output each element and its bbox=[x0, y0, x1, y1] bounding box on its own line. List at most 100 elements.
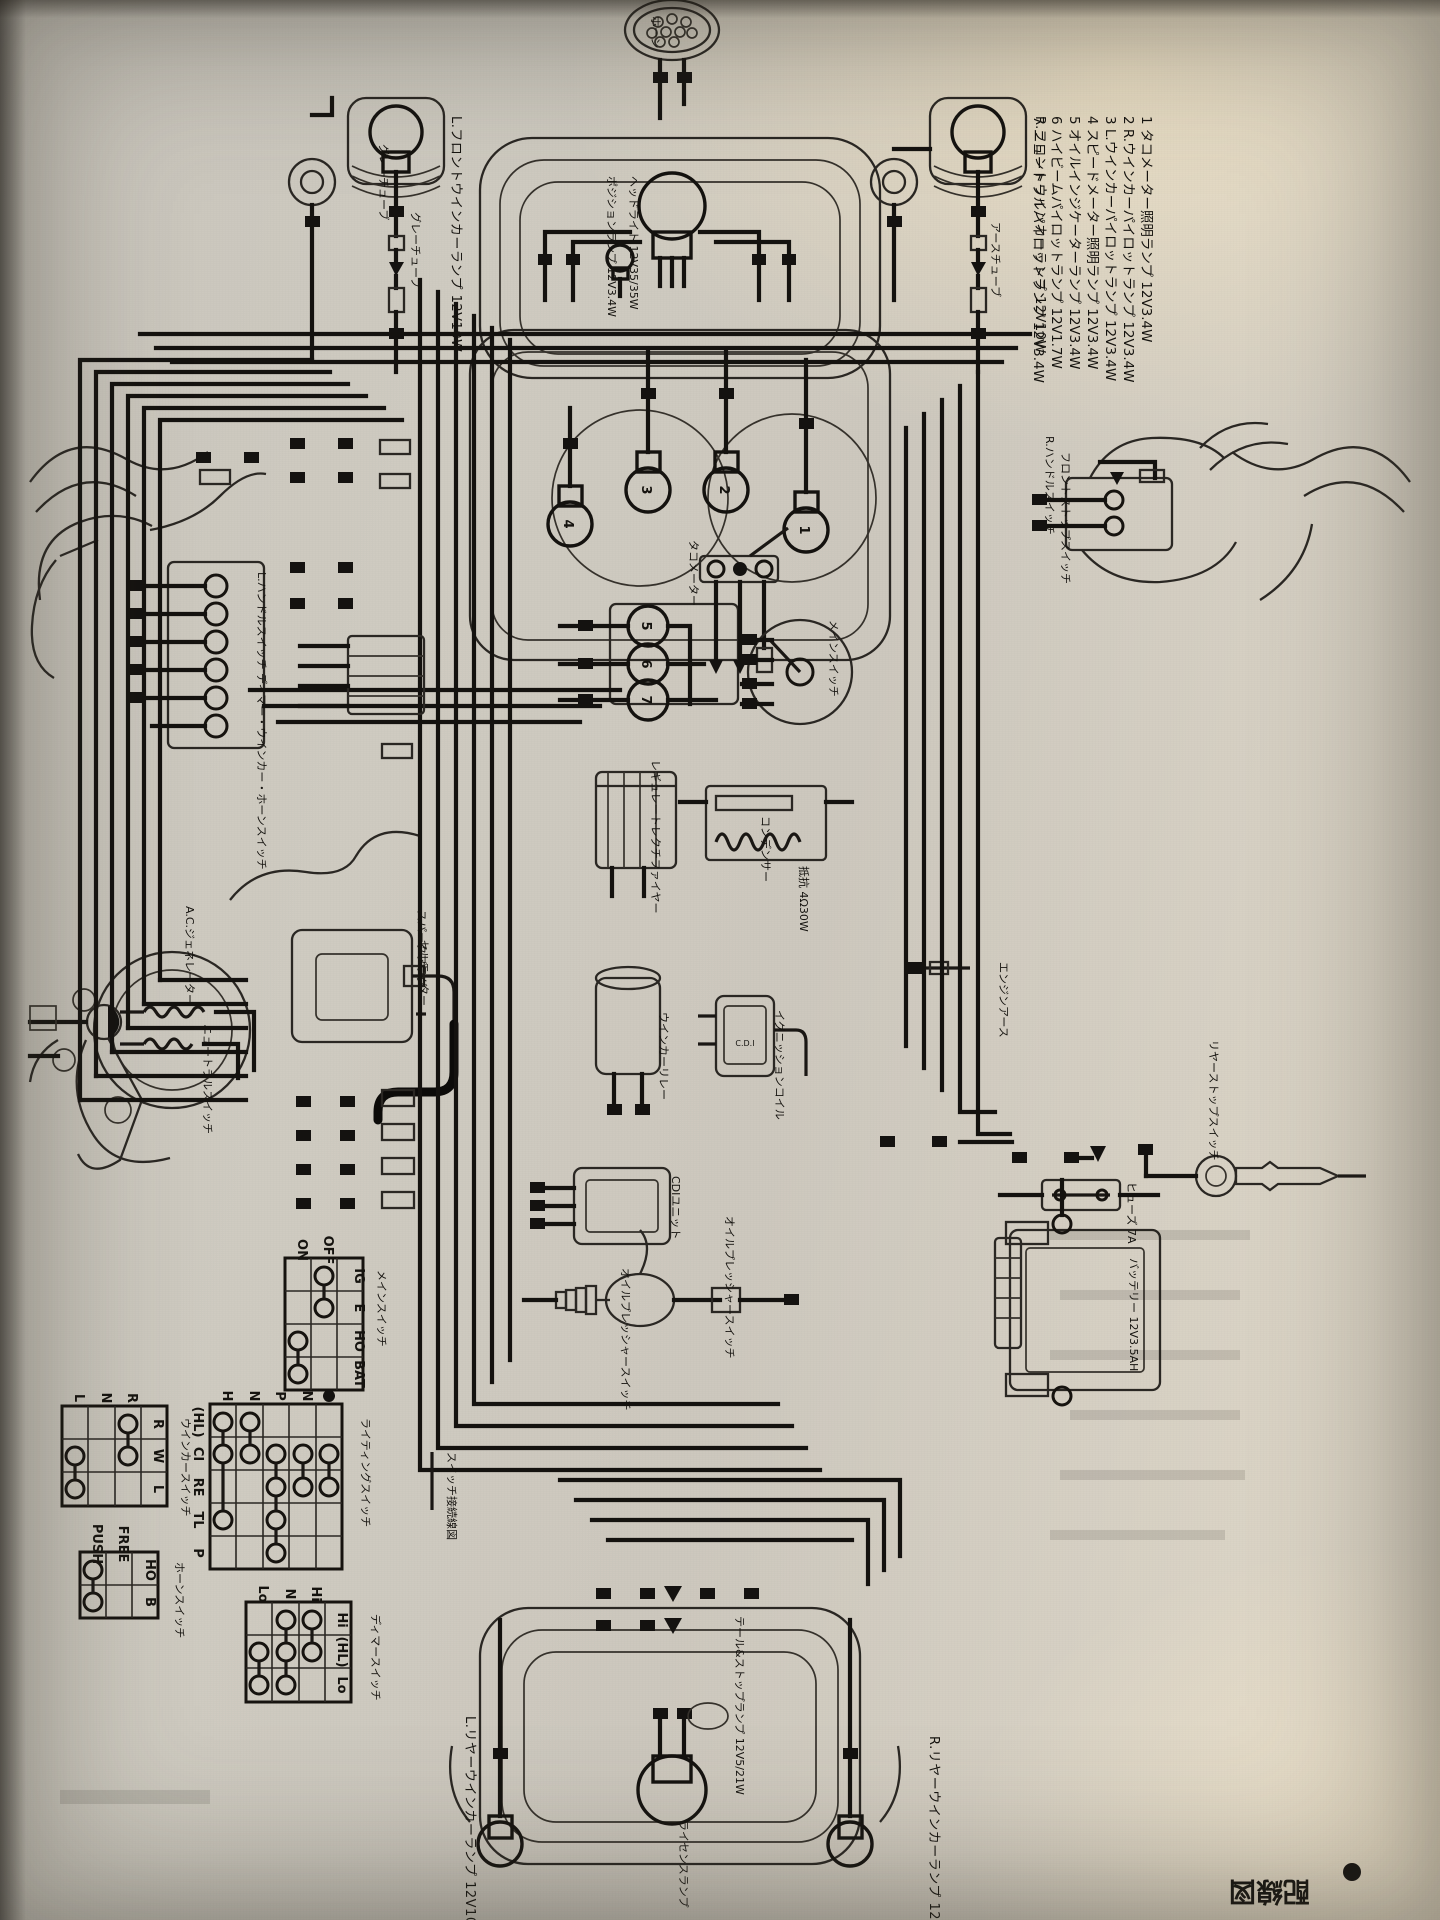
table-lighting-switch-label: ライティングスイッチ bbox=[359, 1418, 373, 1527]
svg-text:BAT: BAT bbox=[351, 1360, 366, 1388]
table-main-switch-label: メインスイッチ bbox=[375, 1270, 388, 1347]
table-winker-switch-label: ウインカースイッチ bbox=[179, 1418, 192, 1516]
table-dimmer-switch: Lo N Hi Hi (HL) Lo bbox=[244, 1585, 353, 1704]
callout-right-handle-switch: R.ハンドルスイッチ bbox=[1043, 436, 1056, 535]
svg-text:P: P bbox=[272, 1391, 287, 1401]
table-main-switch: ON OFF IG E HO BAT bbox=[283, 1236, 366, 1392]
legend-item-3: 3 L.ウインカーパイロットランプ 12V3.4W bbox=[1102, 116, 1118, 381]
svg-text:4: 4 bbox=[560, 519, 575, 528]
svg-text:R: R bbox=[150, 1419, 165, 1429]
l-rear-winker-lamp bbox=[449, 1617, 524, 1868]
callout-starter-motor: セルモーター bbox=[417, 940, 430, 1006]
callout-oil-switch-2: オイルプレッシャースイッチ bbox=[619, 1268, 632, 1410]
callout-ac-generator: A.C.ジェネレーター bbox=[183, 906, 196, 1005]
svg-text:(HL): (HL) bbox=[190, 1406, 205, 1437]
svg-text:E: E bbox=[351, 1304, 366, 1313]
table-dimmer-switch-label: ディマースイッチ bbox=[369, 1614, 383, 1701]
svg-text:2: 2 bbox=[716, 485, 731, 494]
table-horn-switch-label: ホーンスイッチ bbox=[173, 1562, 186, 1638]
callout-l-rear-winker: L.リヤーウインカーランプ 12V10W bbox=[462, 1716, 477, 1920]
svg-text:N: N bbox=[98, 1393, 113, 1404]
r-rear-winker-lamp bbox=[826, 1617, 901, 1868]
regulator-rectifier bbox=[594, 770, 678, 899]
oil-pressure-switch bbox=[521, 1229, 799, 1328]
legend-item-1: 1 タコメーター照明ランプ 12V3.4W bbox=[1138, 116, 1154, 343]
callout-r-front-winker: R.フロントウインカーランプ 12V10W bbox=[1032, 116, 1047, 354]
page-title: 配線図 bbox=[1229, 1875, 1310, 1907]
callout-gray-tube-b: グレーチューブ bbox=[377, 144, 391, 220]
horn-symbol bbox=[623, 0, 721, 121]
callout-cdi-unit: CDIユニット bbox=[669, 1176, 682, 1239]
callout-left-handle-switch: L.ハンドルスイッチ ディマー・ウインカー・ホーンスイッチ bbox=[255, 572, 269, 870]
svg-text:IG: IG bbox=[351, 1268, 366, 1284]
callout-fuse: ヒューズ 7A bbox=[1125, 1182, 1139, 1244]
callout-license-lamp: ライセンスランプ bbox=[677, 1820, 690, 1907]
callout-r-rear-winker: R.リヤーウインカーランプ 12V10W bbox=[926, 1736, 941, 1920]
headlight-assembly bbox=[478, 136, 882, 380]
svg-text:L: L bbox=[150, 1485, 165, 1493]
svg-text:5: 5 bbox=[638, 621, 653, 630]
svg-text:N: N bbox=[299, 1391, 314, 1402]
resistor-block bbox=[677, 784, 855, 862]
wiring-harness bbox=[77, 277, 1106, 1634]
callout-spark-plug: スパークプラグ bbox=[415, 910, 429, 987]
r-front-winker-lamp bbox=[869, 96, 1028, 375]
svg-text:(HL): (HL) bbox=[334, 1636, 349, 1667]
svg-text:HO: HO bbox=[351, 1330, 366, 1352]
page-title-corner: 配線図 bbox=[1229, 1875, 1310, 1907]
callout-oil-pressure-switch: オイルプレッシャースイッチ bbox=[723, 1216, 736, 1358]
callout-tachometer: タコメーター bbox=[687, 540, 700, 606]
callout-main-switch: メインスイッチ bbox=[827, 620, 840, 697]
legend-item-4: 4 スピードメーター照明ランプ 12V3.4W bbox=[1084, 116, 1100, 370]
svg-text:TL: TL bbox=[190, 1511, 205, 1528]
svg-text:L: L bbox=[71, 1394, 86, 1402]
svg-text:B: B bbox=[142, 1597, 157, 1607]
main-switch-symbol bbox=[739, 618, 854, 726]
callout-winker-relay: ウインカーリレー bbox=[657, 1012, 670, 1100]
callout-front-stop-switch: フロントストップスイッチ bbox=[1059, 452, 1072, 584]
callout-ignition-coil: イグニッションコイル bbox=[773, 1010, 787, 1120]
callout-neutral-switch: ニュートラルスイッチ bbox=[201, 1024, 214, 1134]
svg-text:P: P bbox=[190, 1548, 205, 1558]
callout-engine-earth: エンジンアース bbox=[997, 962, 1010, 1038]
legend-list: 1 タコメーター照明ランプ 12V3.4W 2 R.ウインカーパイロットランプ … bbox=[1030, 116, 1154, 383]
cdi-unit bbox=[530, 1166, 672, 1246]
battery-and-fuse bbox=[993, 1177, 1162, 1407]
switch-connection-note: スイッチ接続線図 bbox=[430, 1452, 459, 1540]
page-showthrough bbox=[60, 1230, 1250, 1804]
corner-bullet bbox=[1343, 1863, 1361, 1881]
svg-text:R: R bbox=[124, 1393, 139, 1403]
svg-text:RE: RE bbox=[190, 1478, 205, 1497]
svg-text:ON: ON bbox=[294, 1239, 309, 1261]
callout-battery: バッテリー 12V3.5AH bbox=[1127, 1258, 1140, 1371]
svg-text:PUSH: PUSH bbox=[89, 1524, 104, 1564]
callout-l-front-winker: L.フロントウインカーランプ 12V10W bbox=[448, 116, 463, 352]
callout-tail-stop-lamp: テール&ストップランプ 12V5/21W bbox=[733, 1616, 746, 1795]
svg-text:Lo: Lo bbox=[334, 1676, 349, 1693]
callout-horn: ホーン bbox=[649, 16, 662, 48]
starter-and-relay: C.D.I bbox=[229, 830, 970, 1125]
svg-text:CI: CI bbox=[190, 1447, 205, 1461]
callout-regulator-rectifier: レギュレートレクチファイヤー bbox=[649, 760, 662, 913]
svg-text:Hi: Hi bbox=[334, 1612, 349, 1627]
svg-text:スイッチ接続線図: スイッチ接続線図 bbox=[445, 1452, 459, 1540]
table-lighting-switch: H N P N (HL) CI RE TL P bbox=[190, 1390, 344, 1571]
svg-text:W: W bbox=[150, 1449, 165, 1463]
right-handle-switch bbox=[1032, 421, 1411, 601]
svg-text:3: 3 bbox=[638, 485, 653, 494]
svg-text:6: 6 bbox=[638, 659, 653, 668]
svg-text:7: 7 bbox=[638, 695, 653, 704]
svg-text:C.D.I: C.D.I bbox=[735, 1039, 754, 1048]
legend-item-7: 7 ニュートラルパイロットランプ 12V3.4W bbox=[1030, 116, 1046, 383]
callout-earth-tube-right: アースチューブ bbox=[989, 222, 1003, 297]
meter-cluster: 1 2 3 4 5 6 bbox=[468, 328, 892, 722]
legend-item-5: 5 オイルインジケーターランプ 12V3.4W bbox=[1066, 116, 1082, 370]
legend-item-2: 2 R.ウインカーパイロットランプ 12V3.4W bbox=[1120, 116, 1136, 383]
table-winker-switch: L N R R W L bbox=[60, 1393, 169, 1508]
svg-text:Hi: Hi bbox=[308, 1586, 323, 1601]
callout-resistor: 抵抗 4Ω30W bbox=[797, 866, 811, 932]
svg-text:HO: HO bbox=[142, 1559, 157, 1581]
svg-text:FREE: FREE bbox=[115, 1526, 130, 1563]
